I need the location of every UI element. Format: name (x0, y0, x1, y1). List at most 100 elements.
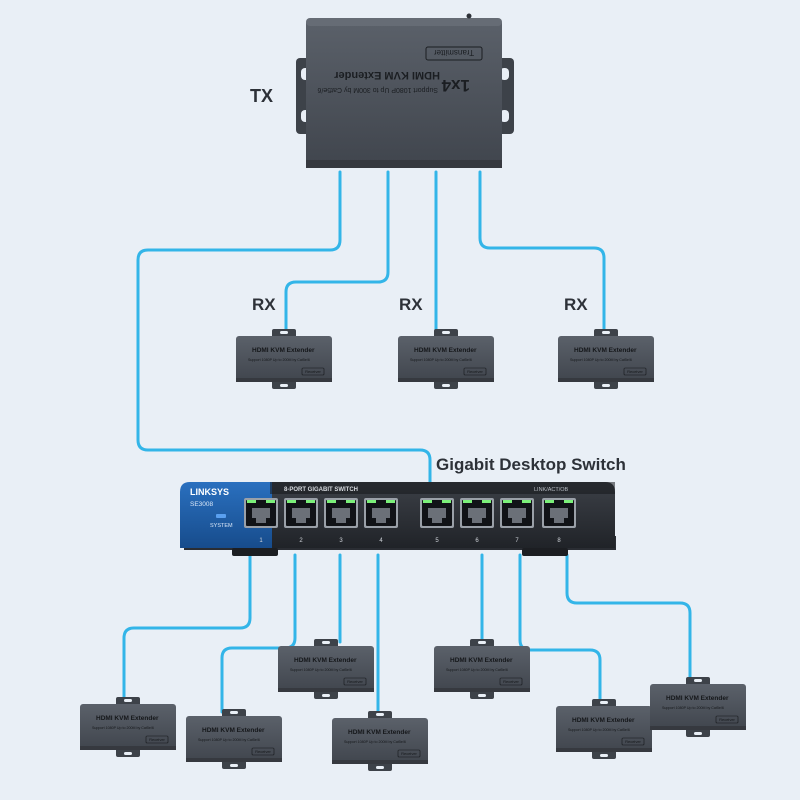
port-led (503, 500, 512, 503)
switch-foot-left (232, 548, 278, 556)
receiver-tag: Receiver (627, 369, 643, 374)
receiver-subtitle: Support 1080P Up to 200M by Cat5e/6 (248, 358, 310, 362)
port-number: 5 (435, 538, 439, 544)
port-led (522, 500, 531, 503)
port-number: 4 (379, 538, 383, 544)
receiver-subtitle: Support 1080P Up to 200M by Cat5e/6 (446, 668, 508, 672)
label-rx-3: RX (564, 295, 588, 314)
switch-port-4: 4 (364, 498, 398, 544)
port-led (482, 500, 491, 503)
tx-print-rotated: 1x4 HDMI KVM Extender Support 1080P Up t… (317, 46, 483, 95)
receiver-name: HDMI KVM Extender (574, 347, 637, 354)
receiver-tag: Receiver (255, 749, 271, 754)
receiver-subtitle: Support 1080P Up to 200M by Cat5e/6 (662, 706, 724, 710)
receiver-name: HDMI KVM Extender (202, 727, 265, 734)
switch-brand: LINKSYS (190, 487, 229, 497)
tx-name: HDMI KVM Extender (334, 69, 440, 81)
tx-body (306, 18, 502, 168)
receiver-tag: Receiver (719, 717, 735, 722)
label-rx-2: RX (399, 295, 423, 314)
port-number: 2 (299, 538, 303, 544)
port-led (247, 500, 256, 503)
receiver-subtitle: Support 1080P Up to 200M by Cat5e/6 (290, 668, 352, 672)
receiver-body (186, 716, 282, 762)
switch-port-1: 1 (244, 498, 278, 544)
cable-tx-to-rx-3 (478, 170, 606, 332)
transmitter-device: 1x4 HDMI KVM Extender Support 1080P Up t… (296, 13, 514, 168)
port-led (327, 500, 336, 503)
receiver-body (332, 718, 428, 764)
switch-port-7: 7 (500, 498, 534, 544)
system-led (216, 514, 226, 518)
port-led (442, 500, 451, 503)
receiver-name: HDMI KVM Extender (348, 729, 411, 736)
receiver-body (650, 684, 746, 730)
port-led (564, 500, 573, 503)
receiver-subtitle: Support 1080P Up to 200M by Cat5e/6 (570, 358, 632, 362)
switch-status-label: LINK/ACT/OB (534, 487, 569, 493)
receiver-subtitle: Support 1080P Up to 200M by Cat5e/6 (410, 358, 472, 362)
port-number: 6 (475, 538, 479, 544)
switch-caption: Gigabit Desktop Switch (436, 455, 626, 474)
receiver-body (80, 704, 176, 750)
label-rx-1: RX (252, 295, 276, 314)
label-tx: TX (250, 86, 274, 106)
receiver-name: HDMI KVM Extender (252, 347, 315, 354)
receiver-body (558, 336, 654, 382)
receiver-body (398, 336, 494, 382)
switch-port-2: 2 (284, 498, 318, 544)
switch-port-3: 3 (324, 498, 358, 544)
receiver-name: HDMI KVM Extender (450, 657, 513, 664)
port-led (386, 500, 395, 503)
receiver-subtitle: Support 1080P Up to 200M by Cat5e/6 (568, 728, 630, 732)
receiver-tag: Receiver (503, 679, 519, 684)
port-number: 1 (259, 538, 263, 544)
receiver-tag: Receiver (305, 369, 321, 374)
cable-tx-to-switch (136, 170, 432, 486)
port-led (266, 500, 275, 503)
receiver-subtitle: Support 1080P Up to 200M by Cat5e/6 (344, 740, 406, 744)
receiver-tag: Receiver (401, 751, 417, 756)
cable-port-1 (122, 553, 252, 700)
receiver-body (278, 646, 374, 692)
receiver-tag: Receiver (625, 739, 641, 744)
cable-tx-to-rx-1 (284, 170, 390, 332)
tx-subtitle: Support 1080P Up to 300M by Cat5e/6 (317, 86, 438, 93)
receiver-name: HDMI KVM Extender (96, 715, 159, 722)
switch-title: 8-PORT GIGABIT SWITCH (284, 487, 358, 493)
cable-port-2 (220, 553, 297, 714)
receiver-body (434, 646, 530, 692)
receiver-subtitle: Support 1080P Up to 200M by Cat5e/6 (198, 738, 260, 742)
port-led (367, 500, 376, 503)
receiver-name: HDMI KVM Extender (414, 347, 477, 354)
switch-model: SE3008 (190, 501, 214, 508)
cables (122, 170, 692, 714)
receiver-name: HDMI KVM Extender (572, 717, 635, 724)
cable-port-7 (565, 553, 692, 680)
receiver-body (556, 706, 652, 752)
switch-port-8: 8 (542, 498, 576, 544)
port-led (306, 500, 315, 503)
port-led (346, 500, 355, 503)
receiver-tag: Receiver (467, 369, 483, 374)
network-switch: LINKSYS SE3008 SYSTEM 8-PORT GIGABIT SWI… (180, 482, 616, 556)
receiver-name: HDMI KVM Extender (666, 695, 729, 702)
port-led (545, 500, 554, 503)
port-led (287, 500, 296, 503)
switch-system-label: SYSTEM (210, 523, 233, 529)
receiver-tag: Receiver (149, 737, 165, 742)
port-led (463, 500, 472, 503)
port-number: 8 (557, 538, 561, 544)
switch-ports: 1 2 3 4 5 6 7 8 (244, 498, 576, 544)
